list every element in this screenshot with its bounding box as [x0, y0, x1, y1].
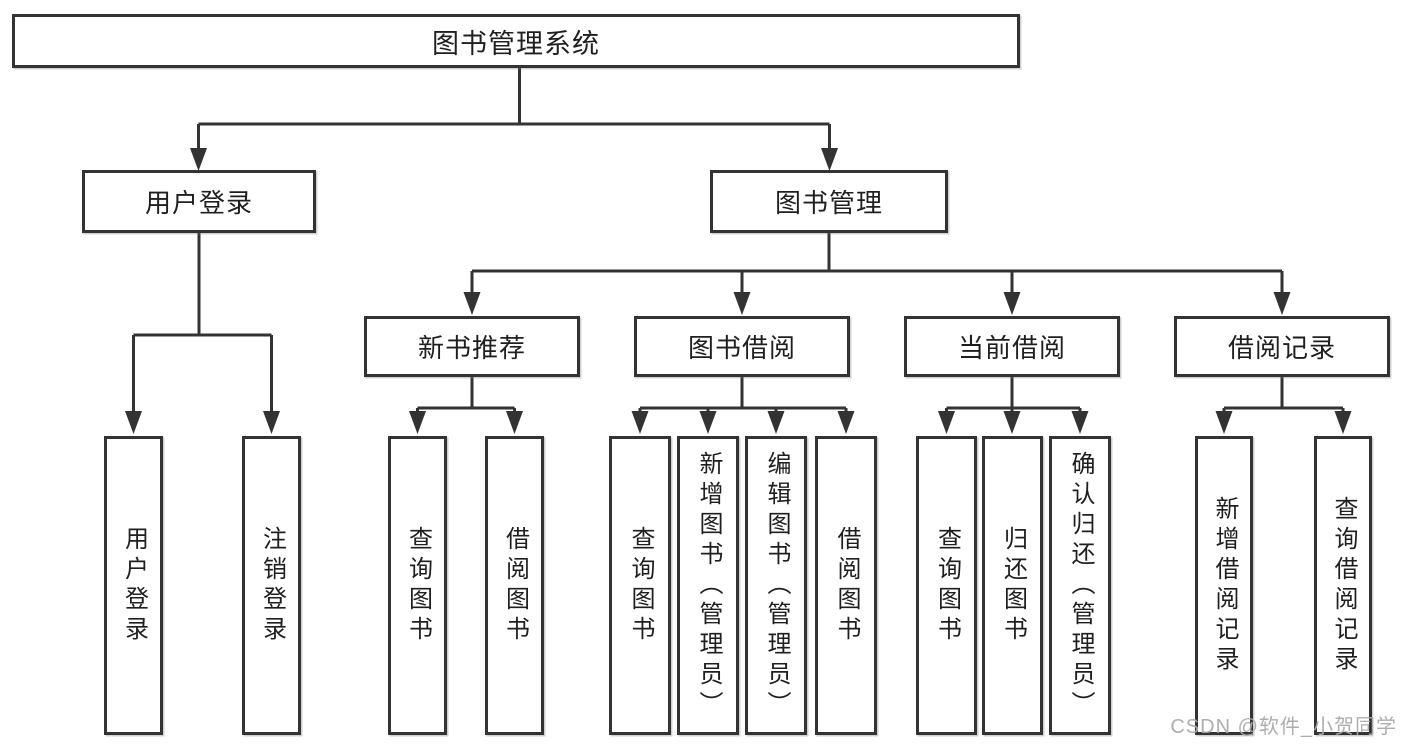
- leaf-query-book-recommend: 查询图书: [388, 436, 447, 735]
- leaf-add-borrow-record: 新增借阅记录: [1195, 436, 1253, 735]
- leaf-query-book-borrow: 查询图书: [609, 436, 671, 735]
- leaf-logout: 注销登录: [242, 436, 301, 735]
- node-borrowing-records: 借阅记录: [1174, 316, 1390, 377]
- node-current-borrowing: 当前借阅: [904, 316, 1120, 377]
- leaf-query-book-current: 查询图书: [916, 436, 977, 735]
- leaf-confirm-return-admin: 确认归还（管理员）: [1049, 436, 1111, 735]
- node-book-management: 图书管理: [710, 170, 948, 233]
- leaf-user-login: 用户登录: [104, 436, 163, 735]
- arrowheads: [125, 148, 1352, 434]
- node-user-login: 用户登录: [82, 170, 316, 233]
- node-root-library-system: 图书管理系统: [12, 14, 1020, 68]
- leaf-return-book: 归还图书: [982, 436, 1043, 735]
- node-new-book-recommendation: 新书推荐: [364, 316, 580, 377]
- leaf-edit-book-admin: 编辑图书（管理员）: [745, 436, 807, 735]
- leaf-add-book-admin: 新增图书（管理员）: [677, 436, 739, 735]
- leaf-query-borrow-record: 查询借阅记录: [1314, 436, 1372, 735]
- node-book-borrowing: 图书借阅: [634, 316, 850, 377]
- leaf-borrow-book-recommend: 借阅图书: [485, 436, 544, 735]
- watermark: CSDN @软件_小贺同学: [1170, 716, 1397, 738]
- leaf-borrow-book: 借阅图书: [815, 436, 877, 735]
